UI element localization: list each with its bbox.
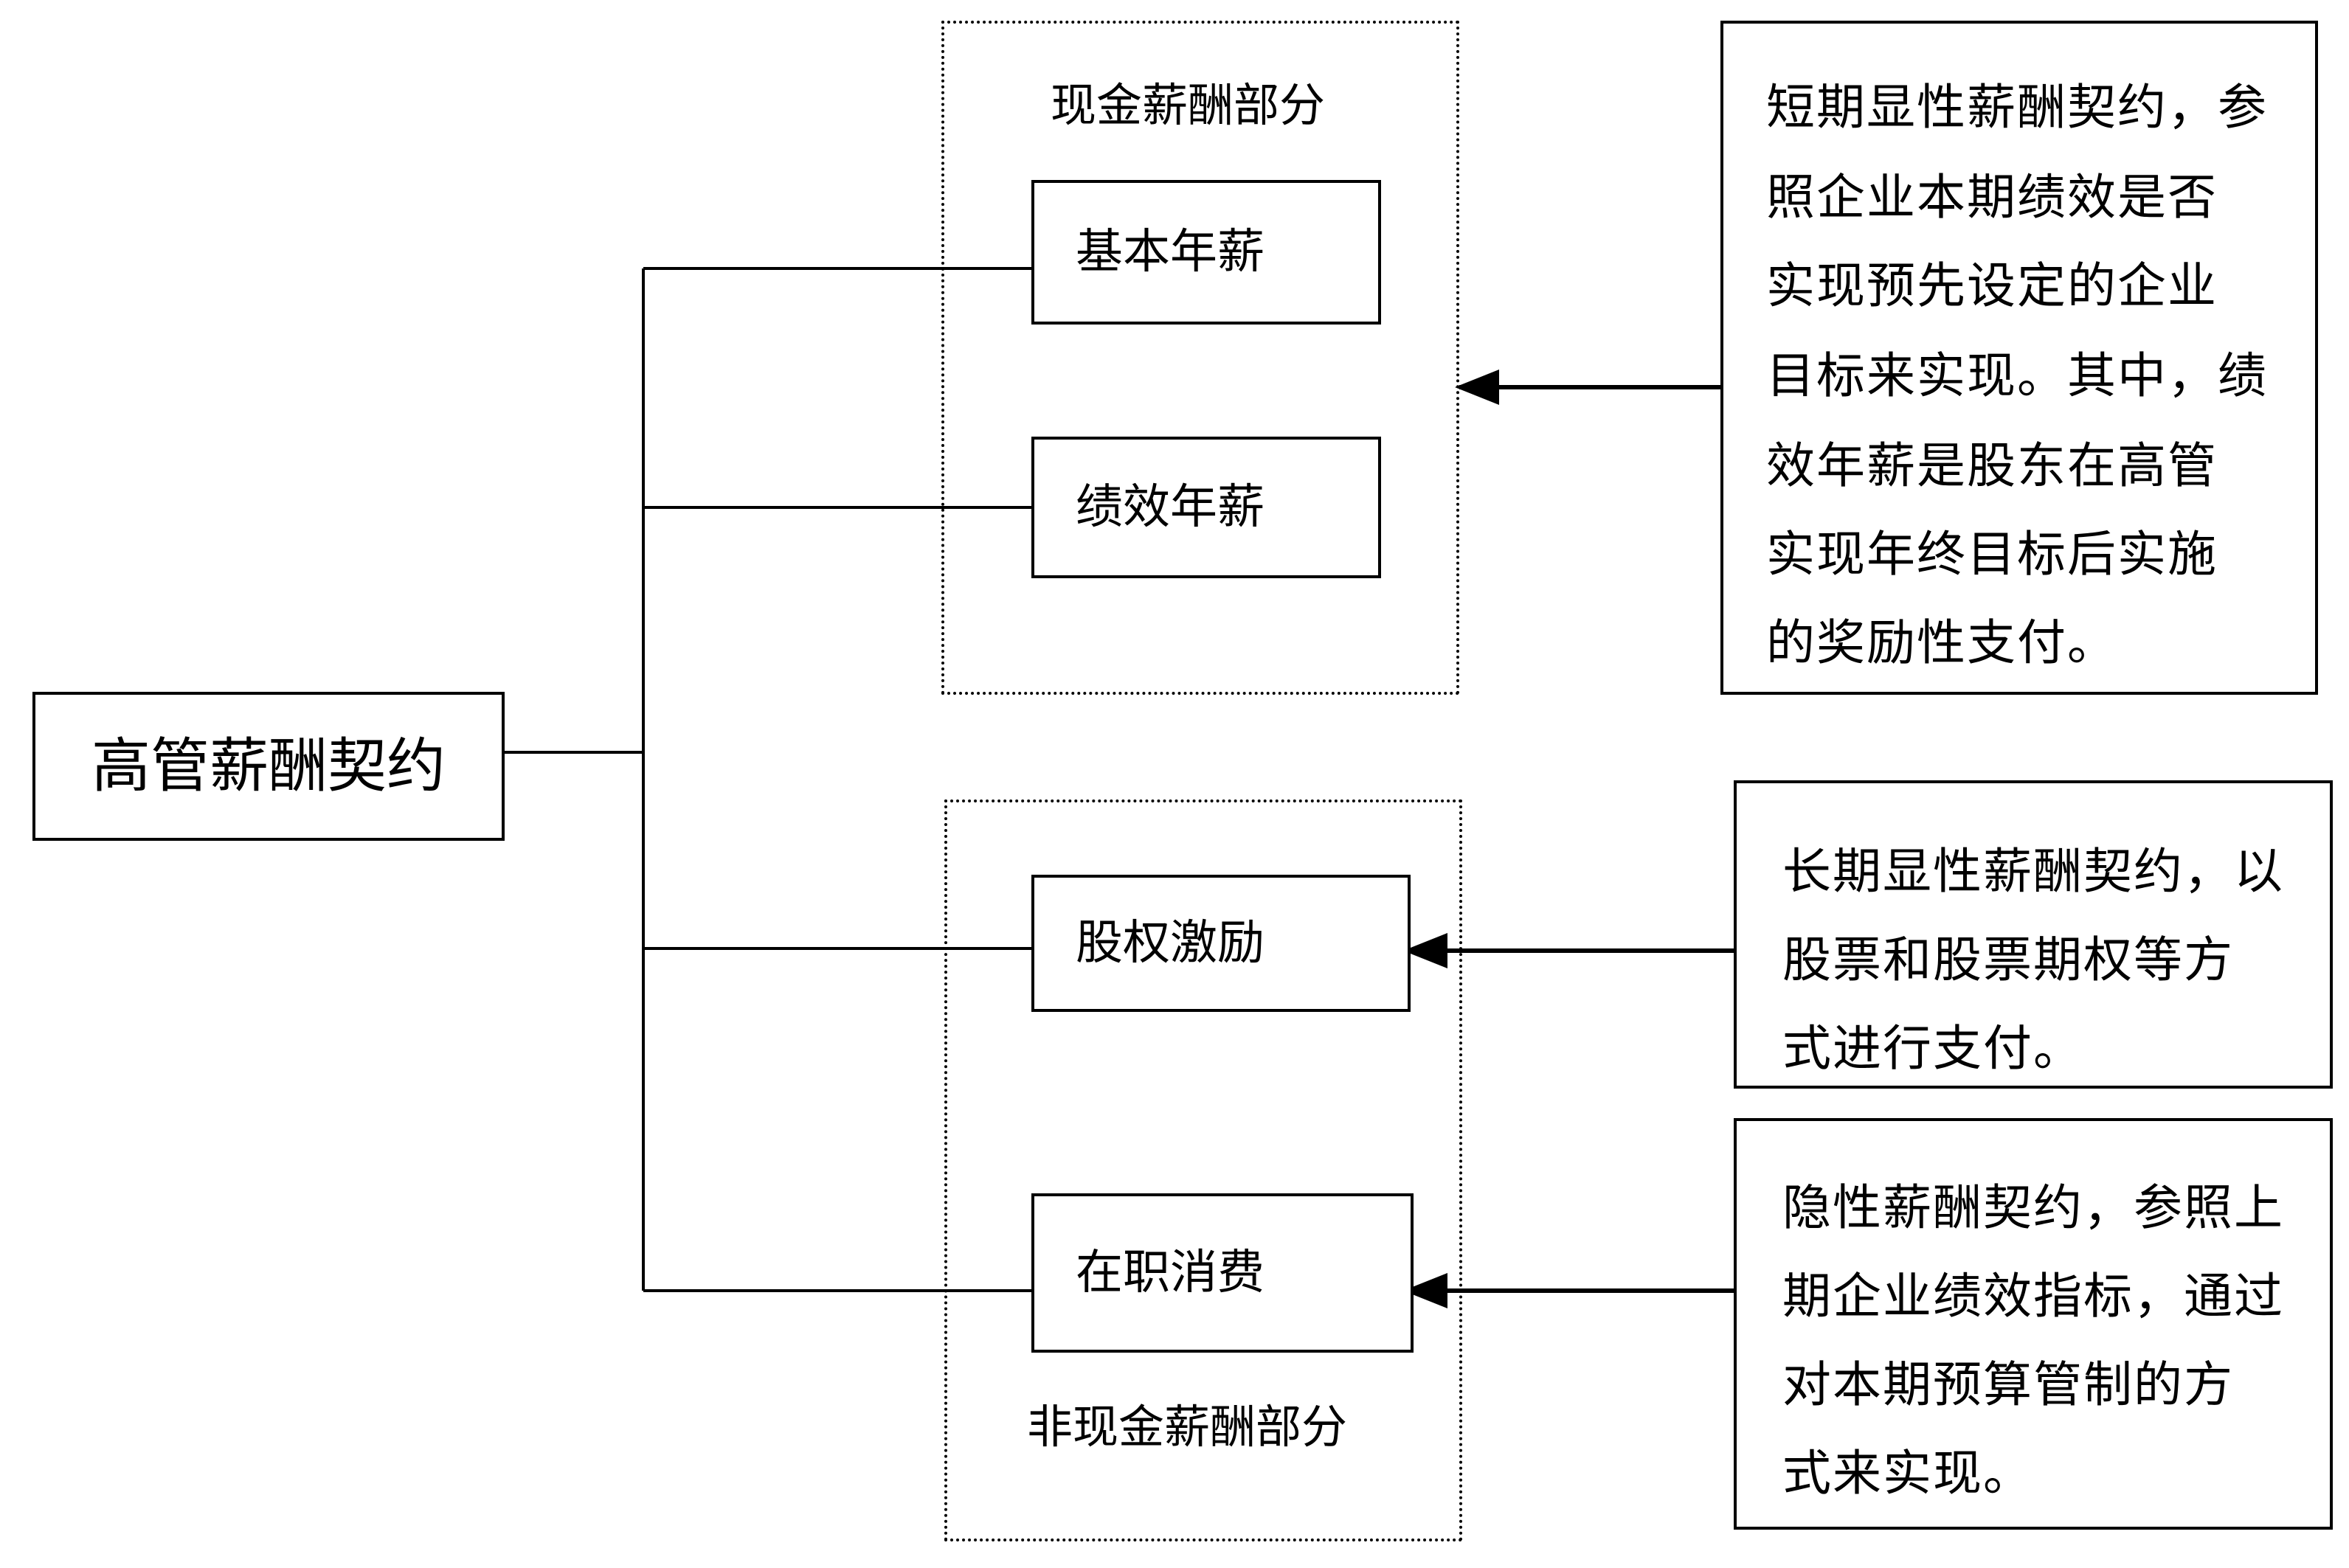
noncash-group-label: 非现金薪酬部分 [1027, 1400, 1348, 1454]
note-line: 实现预先设定的企业 [1766, 257, 2218, 314]
note-line: 期企业绩效指标，通过 [1782, 1268, 2284, 1325]
note-line: 实现年终目标后实施 [1766, 526, 2218, 583]
basic-salary-label: 基本年薪 [1076, 225, 1265, 280]
note-line: 隐性薪酬契约，参照上 [1782, 1179, 2284, 1236]
basic-salary-node: 基本年薪 [1031, 180, 1381, 325]
perquisites-label: 在职消费 [1076, 1246, 1265, 1300]
equity-incentive-label: 股权激励 [1076, 916, 1265, 971]
note-line: 照企业本期绩效是否 [1766, 169, 2218, 226]
performance-salary-label: 绩效年薪 [1076, 480, 1265, 535]
root-label: 高管薪酬契约 [91, 732, 446, 800]
note-line: 目标来实现。其中，绩 [1766, 347, 2268, 404]
short-term-explicit-contract-note: 短期显性薪酬契约，参 照企业本期绩效是否 实现预先设定的企业 目标来实现。其中，… [1720, 21, 2318, 695]
long-term-explicit-contract-note: 长期显性薪酬契约，以 股票和股票期权等方 式进行支付。 [1734, 780, 2333, 1089]
note-line: 的奖励性支付。 [1766, 614, 2117, 671]
cash-group-label: 现金薪酬部分 [1051, 78, 1326, 132]
note-line: 股票和股票期权等方 [1782, 932, 2234, 988]
performance-salary-node: 绩效年薪 [1031, 437, 1381, 578]
note-line: 式进行支付。 [1782, 1020, 2083, 1077]
cash-compensation-group [941, 21, 1459, 695]
note-line: 短期显性薪酬契约，参 [1766, 79, 2268, 136]
perquisites-node: 在职消费 [1031, 1193, 1414, 1353]
noncash-compensation-group [944, 799, 1462, 1541]
equity-incentive-node: 股权激励 [1031, 875, 1411, 1012]
note-line: 对本期预算管制的方 [1782, 1356, 2234, 1413]
note-line: 效年薪是股东在高管 [1766, 437, 2218, 494]
root-node: 高管薪酬契约 [32, 692, 505, 841]
implicit-contract-note: 隐性薪酬契约，参照上 期企业绩效指标，通过 对本期预算管制的方 式来实现。 [1734, 1118, 2333, 1530]
note-line: 长期显性薪酬契约，以 [1782, 843, 2284, 900]
note-line: 式来实现。 [1782, 1445, 2033, 1502]
